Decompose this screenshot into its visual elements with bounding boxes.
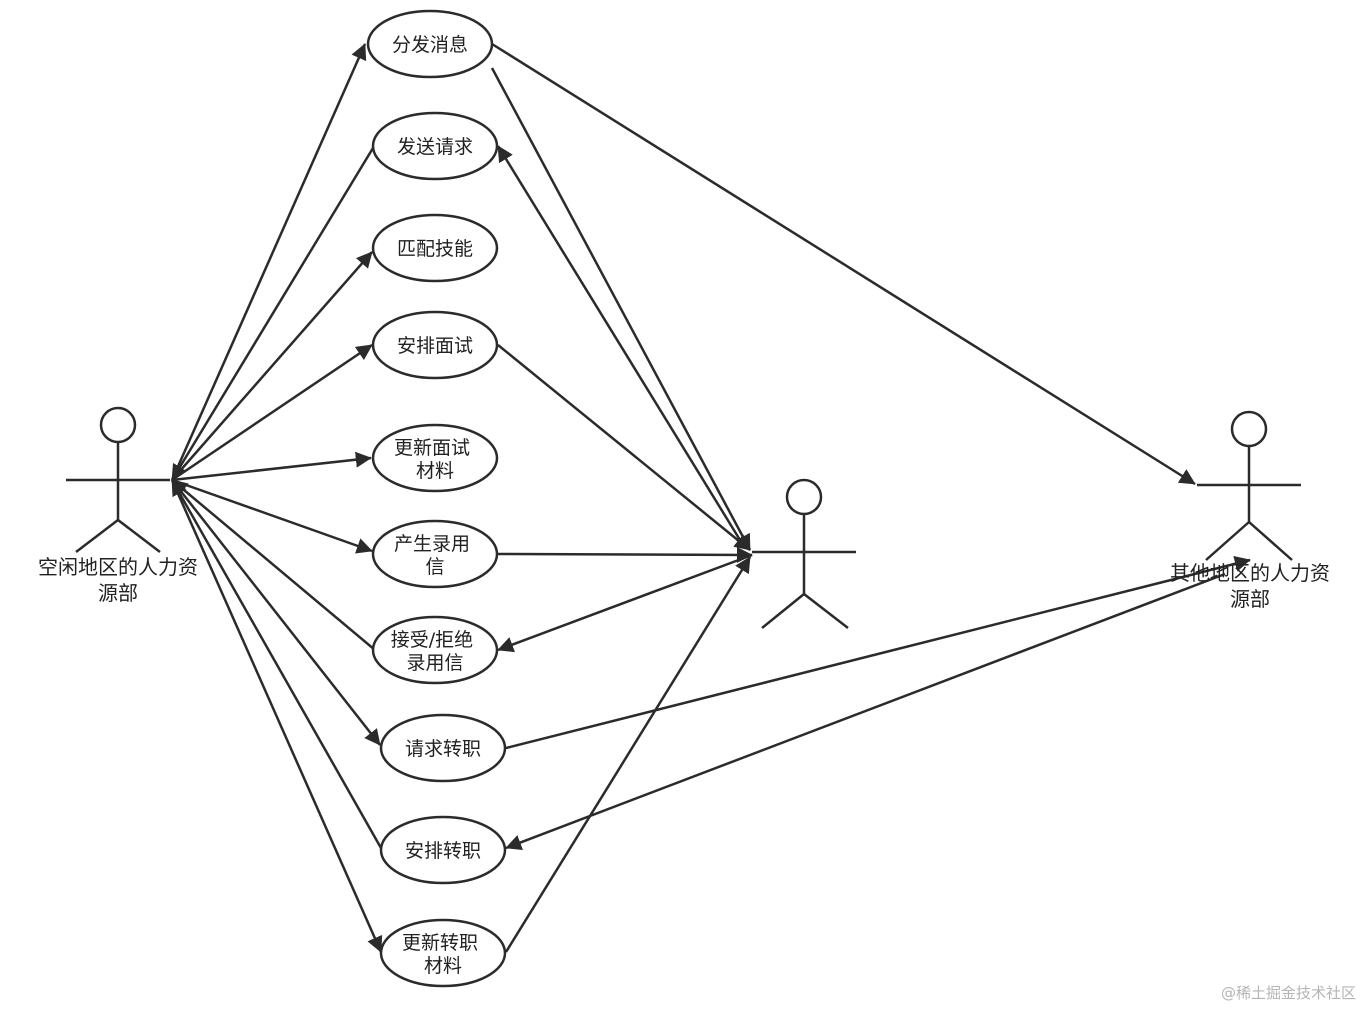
actor-middle-figure[interactable]	[752, 478, 856, 629]
actor-middle-head	[785, 478, 823, 516]
actor-right-head	[1230, 410, 1268, 448]
assoc-middle-uc7	[497, 553, 753, 653]
assoc-left-uc4	[171, 343, 373, 482]
assoc-uc10-middle	[504, 556, 752, 953]
use-case-uc2[interactable]	[371, 111, 499, 181]
assoc-left-uc6	[171, 478, 373, 554]
actor-right-leg-right	[1248, 521, 1293, 561]
use-case-uc5[interactable]	[371, 423, 499, 493]
use-case-uc9[interactable]	[379, 815, 507, 885]
assoc-left-uc1	[170, 43, 367, 481]
actor-right-label: 其他地区的人力资 源部	[1160, 560, 1340, 612]
assoc-left-uc3	[171, 251, 373, 481]
assoc-uc8-right	[505, 555, 1251, 750]
assoc-uc2-left	[170, 147, 375, 481]
connections	[170, 42, 1251, 953]
use-case-labels: 分发消息 发送请求 匹配技能 安排面试 更新面试 材料 产生录用 信 接受/拒绝…	[391, 34, 484, 977]
use-case-uc7[interactable]	[371, 615, 499, 685]
actor-middle-leg-right	[803, 593, 849, 629]
use-case-uc6[interactable]	[371, 519, 499, 589]
uc3-label: 匹配技能	[397, 238, 473, 260]
assoc-left-uc5	[171, 451, 372, 482]
assoc-uc7-left	[171, 479, 376, 651]
assoc-left-uc10	[170, 479, 383, 953]
assoc-uc4-middle	[497, 344, 751, 551]
assoc-middle-uc2	[496, 145, 742, 541]
assoc-right-uc9	[505, 572, 1226, 851]
assoc-left-uc8	[171, 479, 381, 746]
actor-right-figure[interactable]	[1197, 410, 1301, 561]
actor-right-leg-left	[1205, 521, 1250, 561]
uc9-label: 安排转职	[405, 840, 481, 862]
use-case-uc3[interactable]	[371, 213, 499, 283]
uc10-label: 更新转职 材料	[402, 932, 484, 977]
actor-left-leg-right	[117, 519, 161, 553]
actor-left-head	[99, 406, 137, 444]
watermark: @稀土掘金技术社区	[1220, 984, 1356, 1002]
use-case-uc4[interactable]	[371, 310, 499, 380]
assoc-uc1-right	[491, 42, 1196, 486]
assoc-uc1-middle	[490, 67, 752, 551]
actor-right-label-line2: 源部	[1230, 587, 1270, 611]
assoc-uc9-left	[170, 479, 383, 849]
actor-left-label-line2: 源部	[98, 581, 138, 605]
actor-left-figure[interactable]	[66, 406, 170, 553]
uc4-label: 安排面试	[397, 335, 473, 357]
uc2-label: 发送请求	[397, 136, 473, 158]
actor-left-label: 空闲地区的人力资 源部	[28, 554, 208, 606]
uc5-label: 更新面试 材料	[394, 437, 476, 482]
assoc-uc6-middle	[497, 546, 753, 563]
uc8-label: 请求转职	[405, 738, 481, 760]
uc7-label: 接受/拒绝 录用信	[391, 629, 479, 674]
uc6-label: 产生录用 信	[394, 533, 476, 578]
use-cases	[366, 9, 507, 988]
use-case-uc1[interactable]	[366, 9, 494, 79]
actor-middle-leg-left	[761, 593, 805, 629]
actor-left-leg-left	[75, 519, 119, 553]
actor-right-label-line1: 其他地区的人力资	[1170, 561, 1330, 585]
use-case-uc10[interactable]	[379, 918, 507, 988]
actor-left-label-line1: 空闲地区的人力资	[38, 555, 198, 579]
use-case-uc8[interactable]	[379, 713, 507, 783]
uc1-label: 分发消息	[392, 34, 468, 56]
